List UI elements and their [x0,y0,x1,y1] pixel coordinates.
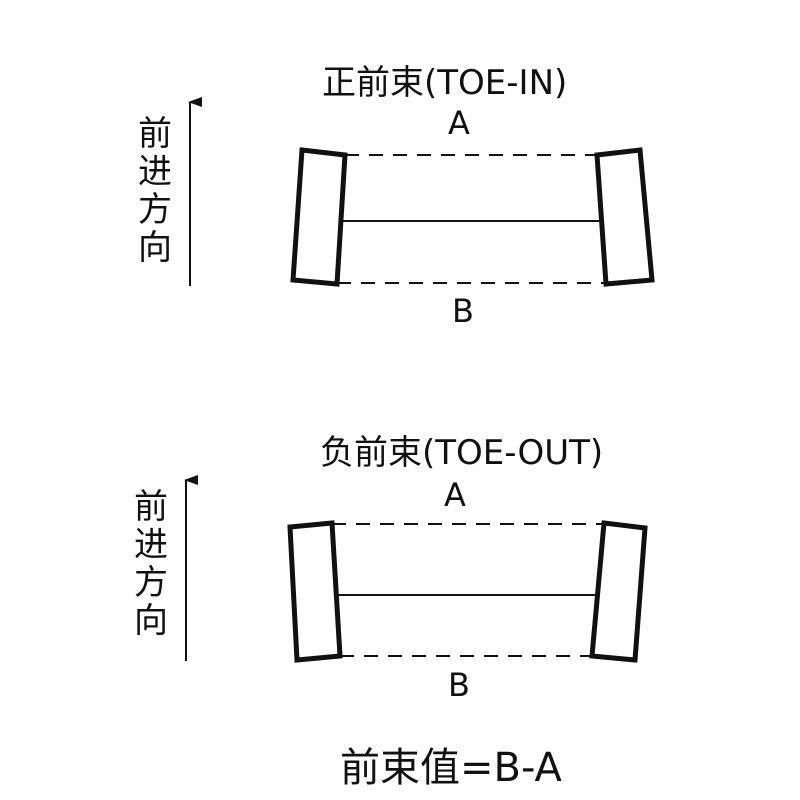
toe-out-direction-label: 前进方向 [134,487,168,641]
toe-formula: 前束值=B-A [340,745,562,791]
right-wheel [594,147,655,287]
toe-out-diagram [184,475,648,663]
toe-out-label-a: A [444,476,466,514]
toe-in-diagram [188,97,655,287]
right-wheel [589,520,648,663]
toe-out-title: 负前束(TOE-OUT) [320,433,604,473]
toe-in-label-a: A [448,104,470,142]
toe-out-label-b: B [448,666,470,704]
left-wheel [290,147,348,287]
toe-in-title: 正前束(TOE-IN) [322,63,568,103]
toe-in-label-b: B [452,292,474,330]
left-wheel [287,520,343,663]
toe-in-direction-label: 前进方向 [138,114,172,268]
